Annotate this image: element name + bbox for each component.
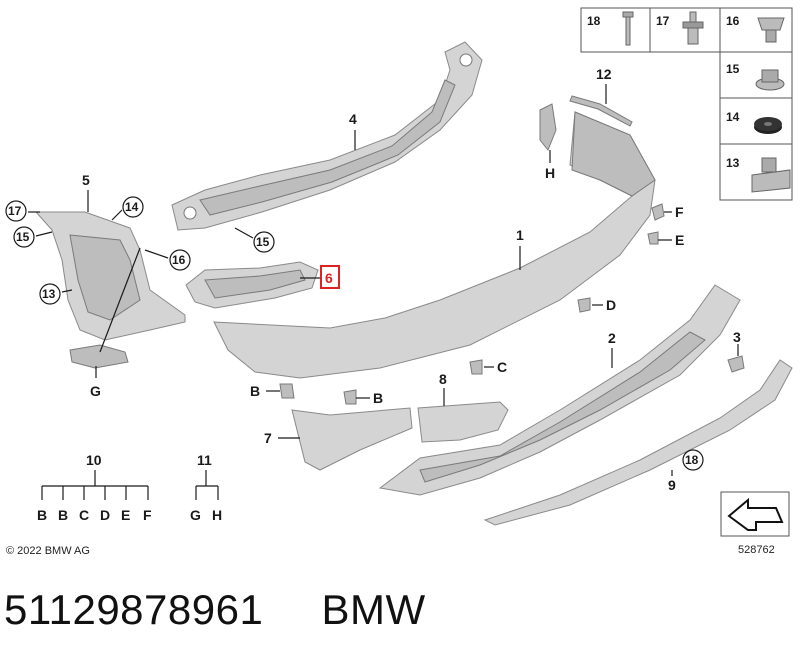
- part-4-carrier: [171, 41, 483, 231]
- spring-nut-icon: [757, 17, 785, 43]
- letter-C: C: [497, 359, 507, 375]
- callout-4: 4: [349, 111, 357, 127]
- letter-F: F: [675, 204, 684, 220]
- part-6-mount: [185, 261, 319, 309]
- fastener-legend: 18 17 16 15 14 13: [580, 7, 793, 201]
- letter-G: G: [90, 383, 101, 399]
- legend-num-16: 16: [726, 14, 740, 28]
- callout-8: 8: [439, 371, 447, 387]
- letter-B-1: B: [250, 383, 260, 399]
- bracket-g: [69, 344, 129, 369]
- letter-H: H: [545, 165, 555, 181]
- callout-3: 3: [733, 329, 741, 345]
- letter-B-2: B: [373, 390, 383, 406]
- clip-f: [651, 203, 665, 221]
- legend-num-18: 18: [587, 14, 601, 28]
- orientation-arrow-icon: [720, 491, 790, 537]
- clip-c: [469, 359, 483, 375]
- callout-9: 9: [668, 477, 676, 493]
- callout-17: 17: [8, 204, 22, 218]
- part-3: [727, 355, 745, 373]
- letter-D: D: [606, 297, 616, 313]
- legend-num-15: 15: [726, 62, 740, 76]
- part-9-strip: [483, 359, 793, 526]
- group-11-letter: H: [212, 507, 222, 523]
- part-1-bumper-cover: [213, 111, 656, 379]
- callout-13: 13: [42, 287, 56, 301]
- part-12-strip: [569, 95, 633, 127]
- letter-E: E: [675, 232, 684, 248]
- diagram-number: 528762: [738, 544, 775, 556]
- rubber-buffer-icon: [754, 117, 782, 134]
- clip-b-2: [343, 389, 357, 405]
- rivet-icon: [622, 11, 634, 46]
- callout-15-b: 15: [256, 235, 270, 249]
- part-8-trim: [417, 401, 509, 443]
- group-10-letter: D: [100, 507, 110, 523]
- clip-icon: [751, 157, 791, 193]
- part-5-side-bracket: [34, 211, 186, 341]
- brand-name: BMW: [321, 586, 426, 633]
- group-11-number: 11: [197, 452, 212, 468]
- highlight-box: [320, 265, 340, 289]
- callout-12: 12: [596, 66, 612, 82]
- group-11-tree: 11 G H: [190, 452, 222, 523]
- legend-num-13: 13: [726, 156, 740, 170]
- parts-diagram: 4 15 12 1 H F E D C B B 6 5: [5, 7, 793, 557]
- callout-15-a: 15: [16, 230, 30, 244]
- group-10-number: 10: [86, 452, 102, 468]
- clip-e: [647, 231, 659, 245]
- part-2-diffuser: [378, 284, 741, 496]
- callout-7: 7: [264, 430, 272, 446]
- copyright: © 2022 BMW AG: [6, 545, 90, 557]
- group-10-tree: 10 B B C D E F: [37, 452, 152, 523]
- callout-2: 2: [608, 330, 616, 346]
- callout-14: 14: [125, 200, 139, 214]
- callout-6: 6: [325, 270, 333, 286]
- callout-5: 5: [82, 172, 90, 188]
- legend-num-17: 17: [656, 14, 670, 28]
- group-10-letter: E: [121, 507, 130, 523]
- clip-d: [577, 297, 591, 313]
- expanding-rivet-icon: [682, 11, 704, 45]
- callout-16: 16: [172, 253, 186, 267]
- group-10-letter: C: [79, 507, 89, 523]
- callout-18: 18: [685, 453, 699, 467]
- part-caption: 51129878961 BMW: [4, 586, 426, 634]
- group-10-letter: B: [58, 507, 68, 523]
- bracket-h: [539, 103, 557, 151]
- legend-num-14: 14: [726, 110, 740, 124]
- part-number: 51129878961: [4, 586, 264, 633]
- group-11-letter: G: [190, 507, 201, 523]
- part-7-trim: [291, 407, 413, 471]
- group-10-letter: F: [143, 507, 152, 523]
- clip-nut-icon: [755, 69, 785, 91]
- clip-b-1: [279, 383, 295, 399]
- callout-1: 1: [516, 227, 524, 243]
- group-10-letter: B: [37, 507, 47, 523]
